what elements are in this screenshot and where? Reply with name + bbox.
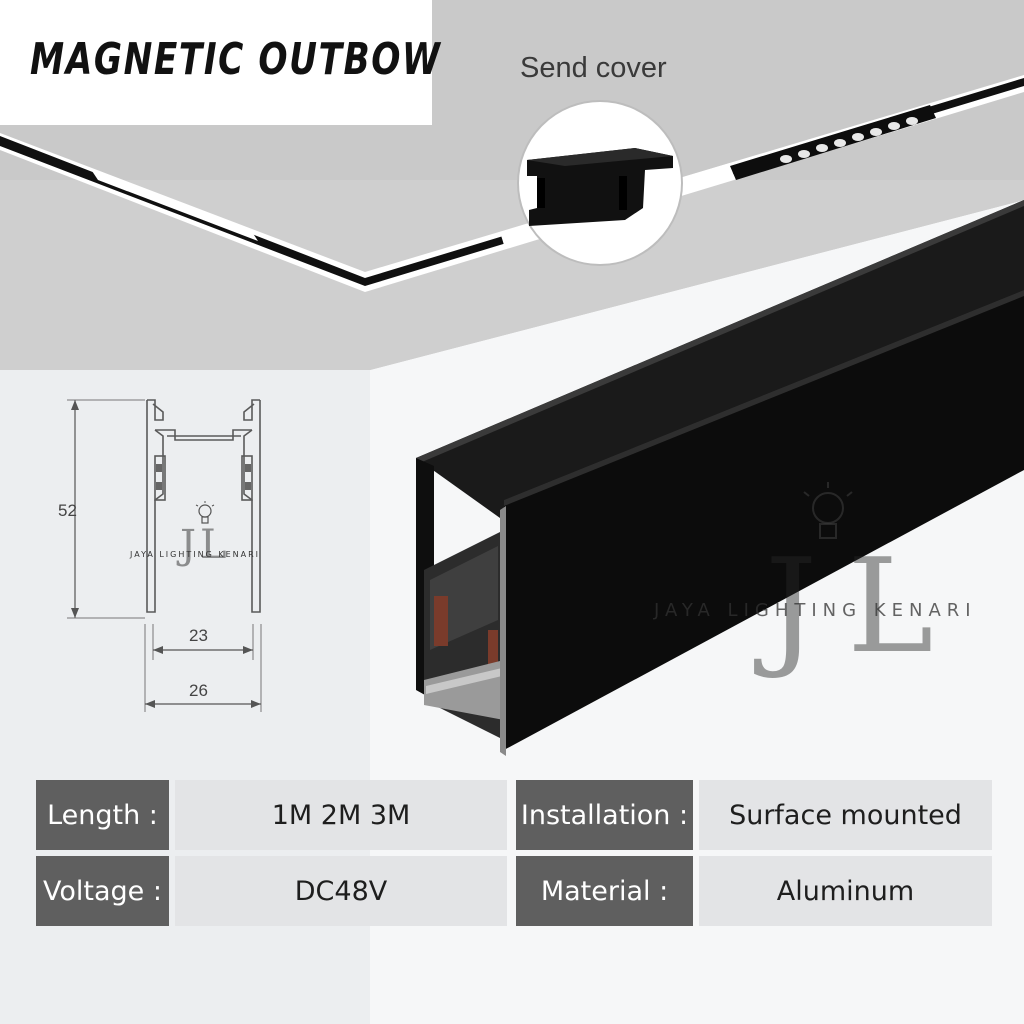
spec-key-length: Length : xyxy=(36,780,169,850)
dimension-drawing: 52 23 26 xyxy=(58,399,262,712)
height-dimension-label: 52 xyxy=(58,501,77,520)
spec-table: Length : 1M 2M 3M Installation : Surface… xyxy=(36,780,992,928)
bulb-icon xyxy=(195,501,215,524)
spec-value-installation: Surface mounted xyxy=(699,780,992,850)
outer-width-label: 26 xyxy=(189,681,208,700)
watermark-small-brand: JAYA LIGHTING KENARI xyxy=(130,550,261,559)
send-cover-inset xyxy=(517,100,683,266)
page-title: MAGNETIC OUTBOW xyxy=(30,34,442,85)
send-cover-label: Send cover xyxy=(520,52,667,84)
spec-key-material: Material : xyxy=(516,856,693,926)
spec-key-voltage: Voltage : xyxy=(36,856,169,926)
rail-top-face xyxy=(416,200,1024,518)
rail-front-face xyxy=(504,290,1024,750)
spec-value-voltage: DC48V xyxy=(175,856,507,926)
bulb-icon-large xyxy=(803,482,853,539)
profile-outline xyxy=(146,399,261,613)
watermark-large-monogram: JL xyxy=(765,530,964,682)
watermark-small: JL JAYA LIGHTING KENARI xyxy=(130,500,280,590)
send-cover-profile xyxy=(527,148,673,226)
spec-value-length: 1M 2M 3M xyxy=(175,780,507,850)
watermark-small-monogram: JL xyxy=(180,522,231,568)
spec-value-material: Aluminum xyxy=(699,856,992,926)
watermark-large: JL JAYA LIGHTING KENARI xyxy=(640,480,1020,700)
inner-width-label: 23 xyxy=(189,626,208,645)
watermark-large-brand: JAYA LIGHTING KENARI xyxy=(654,600,977,621)
rail-profile-3d xyxy=(416,200,1024,756)
spotlight-leds xyxy=(780,117,918,163)
spec-key-installation: Installation : xyxy=(516,780,693,850)
title-box: MAGNETIC OUTBOW xyxy=(0,0,440,125)
ceiling-shade xyxy=(0,180,1024,370)
track-gap-left xyxy=(90,168,258,241)
